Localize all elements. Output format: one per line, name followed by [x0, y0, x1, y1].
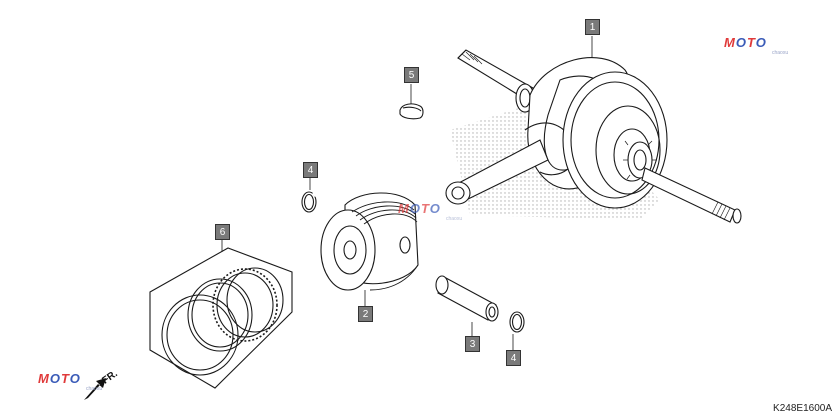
watermark-letter-o: O — [49, 371, 61, 386]
watermark-letter-o2: O — [69, 371, 81, 386]
callout-part-5: 5 — [404, 67, 419, 83]
callout-part-4-left: 4 — [303, 162, 318, 178]
watermark-bottom-left: MOTO chaoxu — [38, 370, 102, 392]
watermark-center: MOTO chaoxu — [398, 200, 462, 222]
callout-part-2: 2 — [358, 306, 373, 322]
pin-clip-right-part — [509, 311, 525, 333]
callout-part-6: 6 — [215, 224, 230, 240]
drawing-code: K248E1600A — [773, 403, 832, 414]
watermark-letter-m: M — [398, 201, 410, 216]
watermark-letter-m: M — [724, 35, 736, 50]
piston-pin-part — [435, 275, 499, 322]
watermark-letter-o: O — [735, 35, 747, 50]
crankshaft-part — [445, 49, 742, 224]
piston-part — [320, 192, 419, 291]
watermark-letter-t: T — [60, 371, 70, 386]
watermark-sub: chaoxu — [772, 50, 789, 56]
front-direction-arrow — [84, 378, 106, 400]
piston-ring-set-part — [149, 247, 293, 389]
watermark-letter-t: T — [420, 201, 430, 216]
watermark-letter-o2: O — [429, 201, 441, 216]
callout-part-4-right: 4 — [506, 350, 521, 366]
watermark-letter-o: O — [409, 201, 421, 216]
watermark-letter-t: T — [746, 35, 756, 50]
watermark-sub: chaoxu — [86, 386, 103, 392]
pin-clip-left-part — [301, 191, 318, 213]
watermark-letter-m: M — [38, 371, 50, 386]
watermark-letter-o2: O — [755, 35, 767, 50]
callout-part-3: 3 — [465, 336, 480, 352]
watermark-top-right: MOTO chaoxu — [724, 34, 788, 56]
callout-part-1: 1 — [585, 19, 600, 35]
watermark-sub: chaoxu — [446, 216, 463, 222]
woodruff-key-part — [399, 103, 424, 120]
leader-lines — [221, 36, 593, 350]
